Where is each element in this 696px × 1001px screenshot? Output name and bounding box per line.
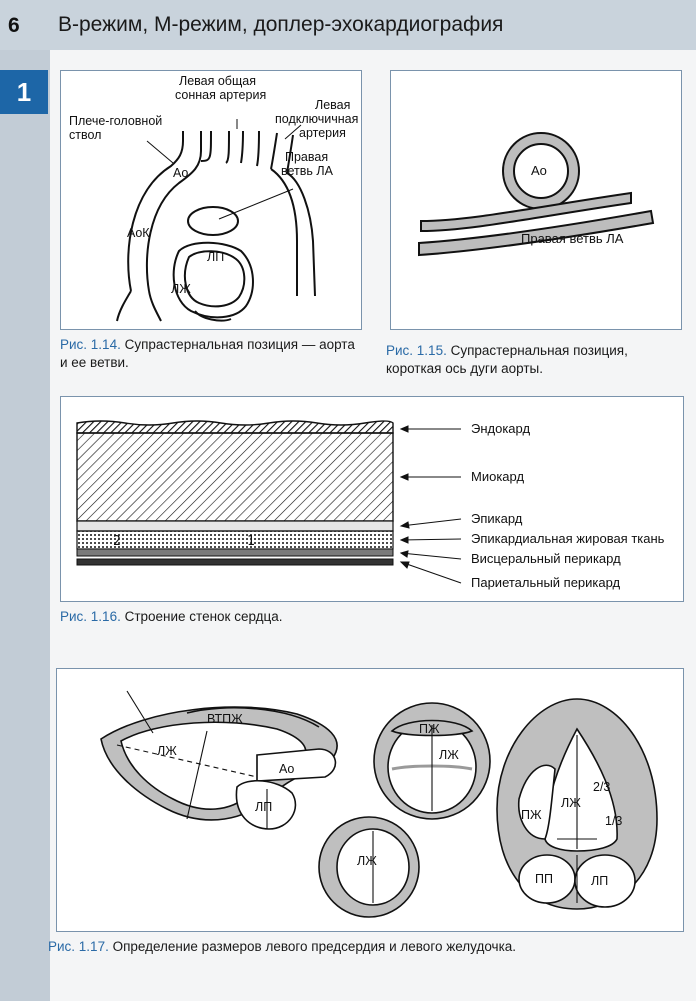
label-epicardium: Эпикард (471, 511, 523, 526)
label-one-third: 1/3 (605, 814, 622, 828)
label-right-pa-1: Правая (285, 150, 328, 164)
caption-number: Рис. 1.16. (60, 609, 121, 624)
figure-1-15-diagram: Ао Правая ветвь ЛА (418, 132, 655, 257)
label-lp: ЛП (207, 250, 224, 264)
label-left-common-carotid-2: сонная артерия (175, 88, 266, 102)
label-lzh-short: ЛЖ (439, 748, 459, 762)
caption-text: Супрастернальная позиция, короткая ось д… (386, 343, 628, 376)
label-epicardial-fat: Эпикардиальная жировая ткань (471, 531, 665, 546)
chapter-tab: 1 (0, 70, 48, 114)
label-aok: АоК (127, 226, 150, 240)
figure-1-17-diagram: ВТПЖ ЛЖ Ао ЛП ПЖ ЛЖ ЛЖ 2/3 ЛЖ ПЖ 1/3 ПП … (100, 690, 658, 918)
label-lzh-4ch: ЛЖ (561, 796, 581, 810)
label-pzh-short: ПЖ (419, 722, 440, 736)
header-bar: 6 В-режим, М-режим, доплер-эхокардиограф… (0, 0, 696, 50)
caption-number: Рис. 1.15. (386, 343, 447, 358)
label-pp-4ch: ПП (535, 872, 553, 886)
label-ao: Ао (279, 762, 294, 776)
figure-1-17-panel: ВТПЖ ЛЖ Ао ЛП ПЖ ЛЖ ЛЖ 2/3 ЛЖ ПЖ 1/3 ПП … (56, 668, 684, 932)
figure-1-14-diagram: Левая общая сонная артерия Левая подключ… (69, 74, 358, 322)
label-ao: Ао (531, 163, 547, 178)
caption-text: Строение стенок сердца. (120, 609, 283, 624)
label-brachiocephalic-2: ствол (69, 128, 101, 142)
label-vtpzh: ВТПЖ (207, 712, 243, 726)
caption-number: Рис. 1.14. (60, 337, 121, 352)
layer-marker-2: 2 (113, 534, 121, 549)
label-lzh: ЛЖ (171, 282, 191, 296)
figure-1-14-panel: Левая общая сонная артерия Левая подключ… (60, 70, 362, 330)
label-lzh-small: ЛЖ (357, 854, 377, 868)
label-ao: Ао (173, 166, 188, 180)
label-myocardium: Миокард (471, 469, 524, 484)
label-parietal-pericardium: Париетальный перикард (471, 575, 621, 590)
figure-1-15-panel: Ао Правая ветвь ЛА (390, 70, 682, 330)
caption-1-16: Рис. 1.16. Строение стенок сердца. (60, 608, 680, 626)
caption-text: Определение размеров левого предсердия и… (108, 939, 517, 954)
side-strip (0, 50, 50, 1001)
label-visceral-pericardium: Висцеральный перикард (471, 551, 621, 566)
figure-1-16-diagram: 2 1 Эндокард Миокард Эпикард Эпикардиаль… (76, 420, 665, 590)
caption-1-15: Рис. 1.15. Супрастернальная позиция, кор… (386, 342, 686, 378)
label-endocardium: Эндокард (471, 421, 530, 436)
layer-marker-1: 1 (247, 534, 255, 549)
label-right-pa-2: ветвь ЛА (281, 164, 334, 178)
label-right-pa: Правая ветвь ЛА (521, 231, 624, 246)
label-left-common-carotid-1: Левая общая (179, 74, 256, 88)
caption-text: Супрастернальная позиция — аорта и ее ве… (60, 337, 355, 370)
page-number: 6 (8, 14, 20, 37)
label-two-thirds: 2/3 (593, 780, 610, 794)
label-pzh-4ch: ПЖ (521, 808, 542, 822)
caption-1-17: Рис. 1.17. Определение размеров левого п… (48, 938, 688, 956)
label-lzh-long: ЛЖ (157, 744, 177, 758)
label-brachiocephalic-1: Плече-головной (69, 114, 162, 128)
label-left-subclavian-2: подключичная (275, 112, 358, 126)
caption-number: Рис. 1.17. (48, 939, 109, 954)
label-left-subclavian-3: артерия (299, 126, 346, 140)
running-head: В-режим, М-режим, доплер-эхокардиография (58, 13, 504, 36)
figure-1-16-panel: 2 1 Эндокард Миокард Эпикард Эпикардиаль… (60, 396, 684, 602)
label-lp-long: ЛП (255, 800, 272, 814)
label-lp-4ch: ЛП (591, 874, 608, 888)
label-left-subclavian-1: Левая (315, 98, 350, 112)
caption-1-14: Рис. 1.14. Супрастернальная позиция — ао… (60, 336, 360, 372)
